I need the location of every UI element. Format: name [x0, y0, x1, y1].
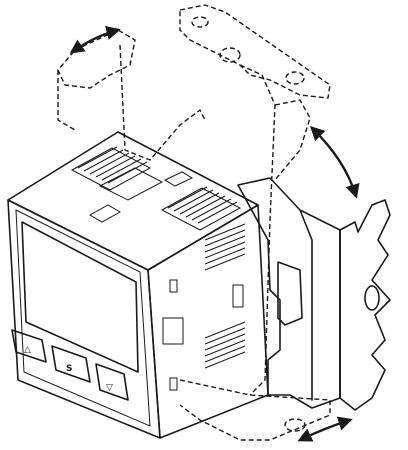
rotate-arrow-top — [69, 25, 121, 54]
top-vents — [70, 146, 242, 231]
down-button[interactable] — [95, 363, 129, 401]
rotate-arrow-bottom — [297, 416, 353, 442]
lcd-display — [21, 221, 139, 373]
mounting-bracket — [237, 177, 391, 411]
up-button-label: △ — [24, 345, 31, 355]
bracket-alternate-position — [57, 4, 331, 441]
side-vents — [162, 223, 246, 391]
down-button-label: ▽ — [106, 383, 113, 393]
set-button[interactable] — [51, 345, 91, 383]
set-button-label: S — [66, 364, 72, 374]
rotate-arrow-right — [309, 125, 360, 199]
controller-housing: △ S ▽ — [7, 131, 269, 439]
up-button[interactable] — [11, 329, 47, 363]
front-buttons: △ S ▽ — [11, 329, 129, 401]
